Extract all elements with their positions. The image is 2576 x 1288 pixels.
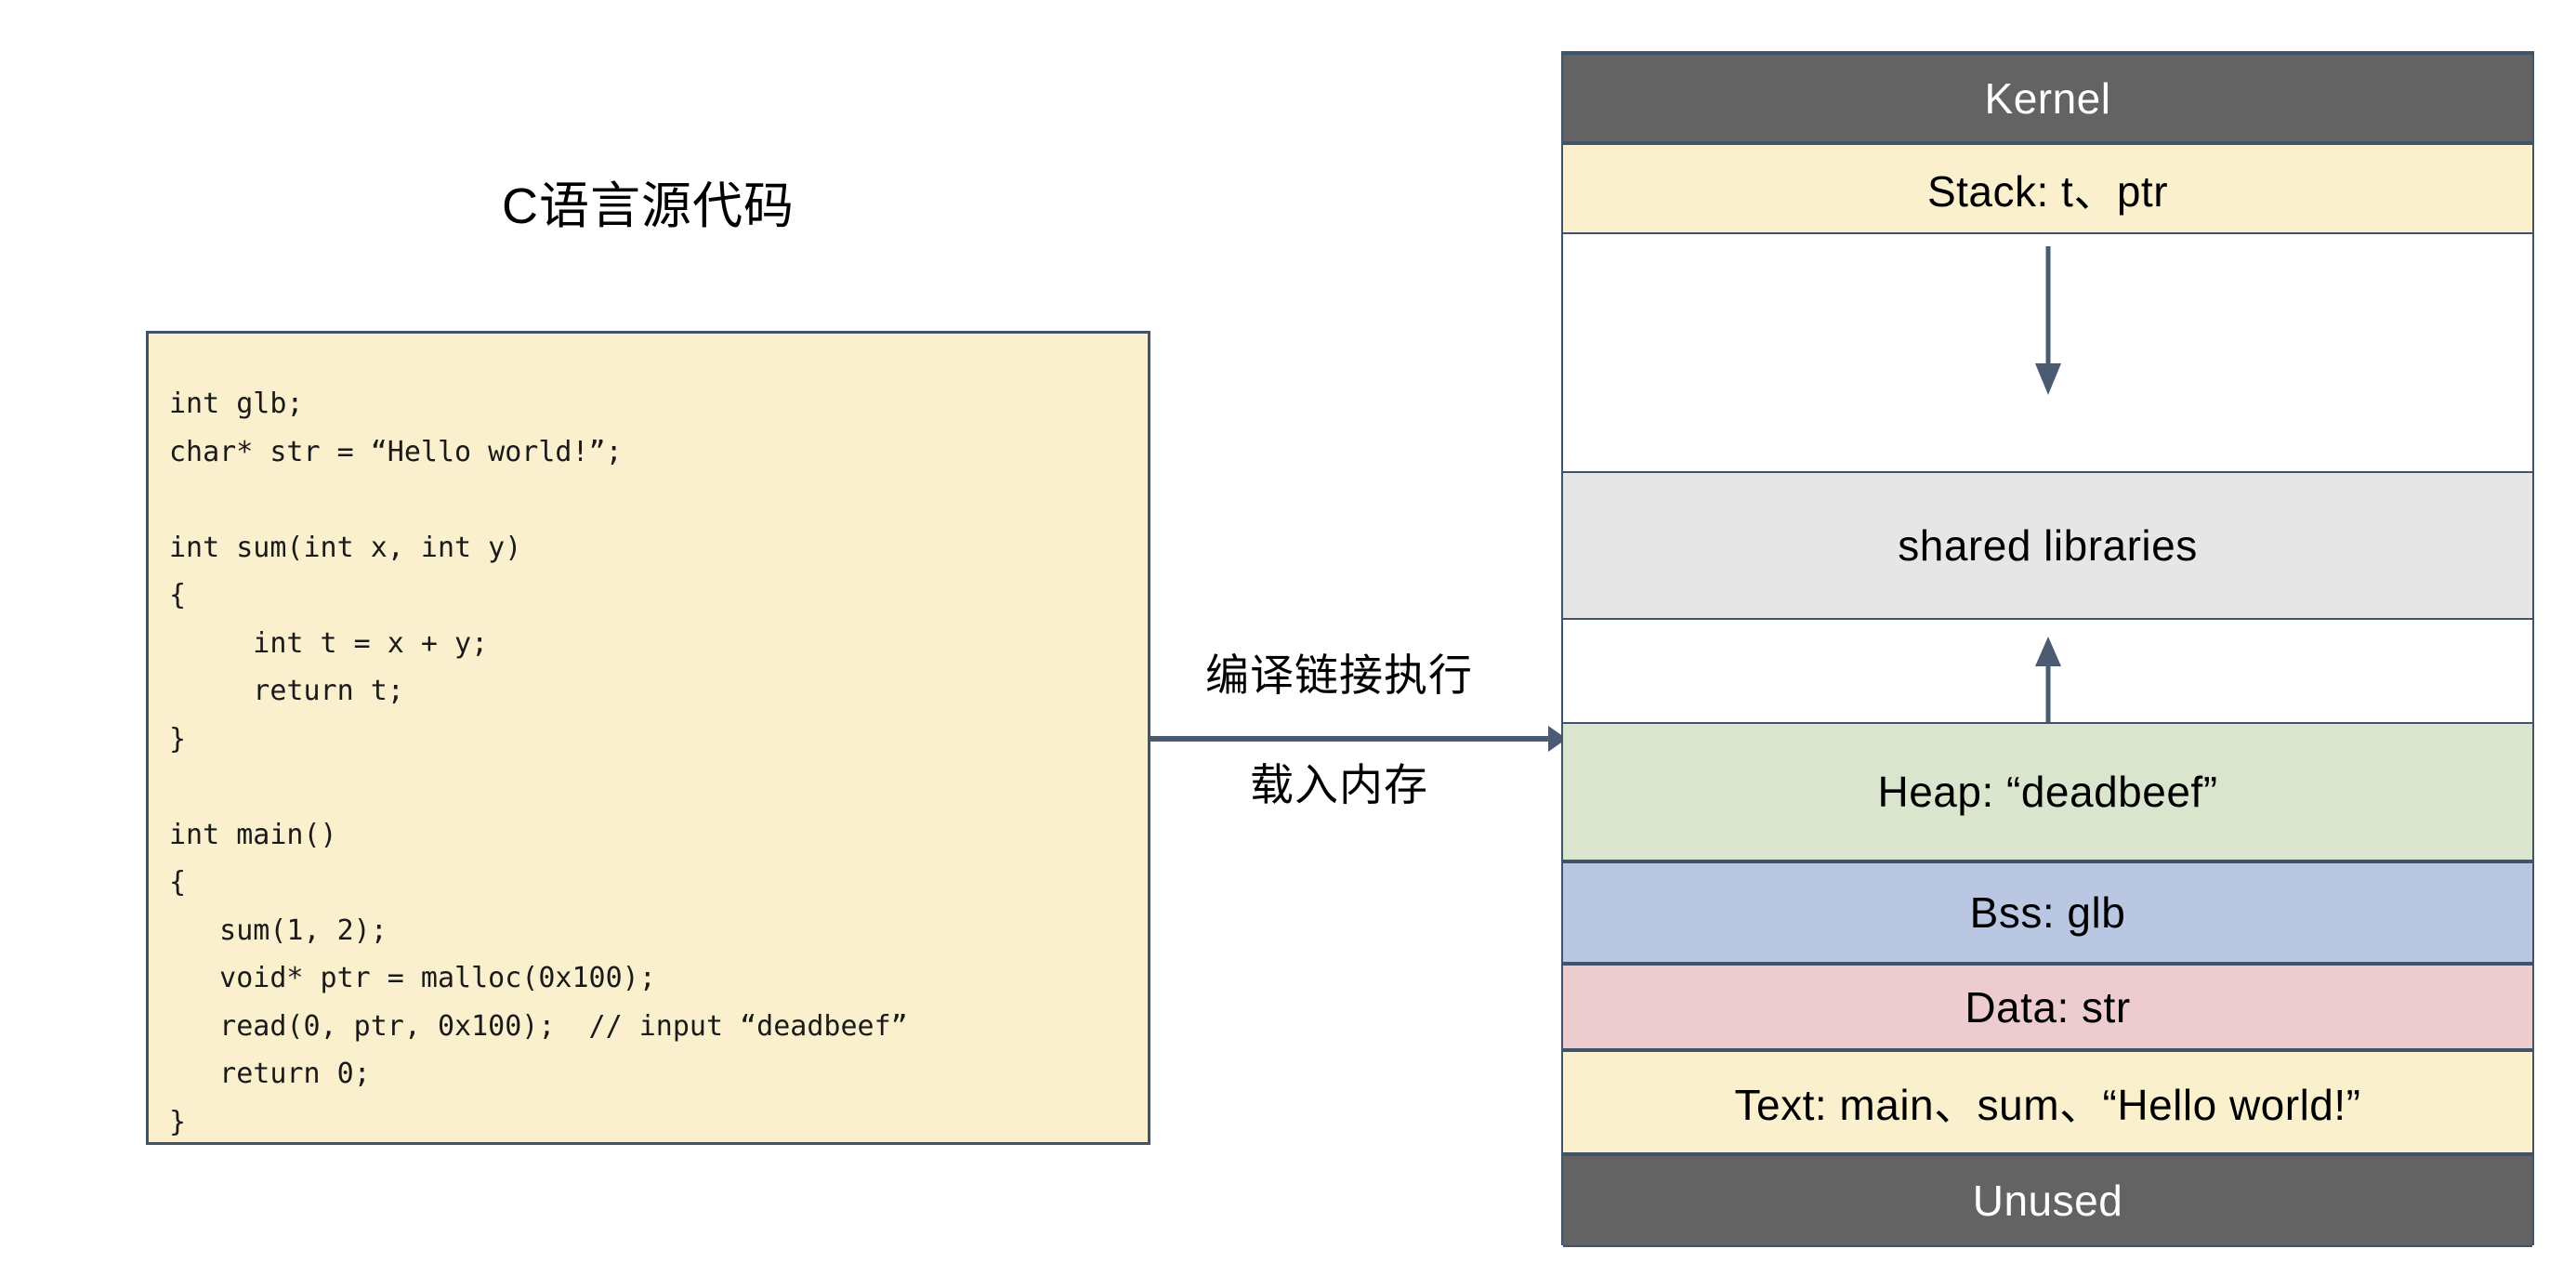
- memory-band-data-label: Data: str: [1965, 982, 2131, 1032]
- memory-band-text-label: Text: main、sum、“Hello world!”: [1734, 1081, 2361, 1129]
- memory-band-stack-label: Stack: t、ptr: [1926, 167, 2169, 216]
- compile-flow-arrow-group: 编译链接执行 载入内存: [1150, 641, 1565, 846]
- page-title: C语言源代码: [502, 178, 795, 234]
- flow-label-bottom: 载入内存: [1250, 760, 1428, 809]
- c-source-code: int glb; char* str = “Hello world!”; int…: [169, 388, 908, 1138]
- source-code-panel: int glb; char* str = “Hello world!”; int…: [146, 331, 1150, 1145]
- memory-band-heap-label: Heap: “deadbeef”: [1877, 768, 2218, 816]
- memory-band-shared-libraries-label: shared libraries: [1898, 521, 2198, 570]
- memory-band-heap: Heap: “deadbeef”: [1563, 722, 2532, 861]
- memory-band-unused: Unused: [1563, 1154, 2532, 1247]
- memory-band-data: Data: str: [1563, 964, 2532, 1050]
- memory-band-bss: Bss: glb: [1563, 861, 2532, 964]
- stack-growth-down-arrow-icon: [2035, 246, 2061, 395]
- heap-growth-up-arrow-icon: [2035, 637, 2061, 725]
- memory-band-shared-libraries: shared libraries: [1563, 471, 2532, 620]
- memory-band-heap-gap: [1563, 620, 2532, 725]
- memory-band-stack: Stack: t、ptr: [1563, 143, 2532, 234]
- memory-band-kernel: Kernel: [1563, 53, 2532, 143]
- memory-band-text: Text: main、sum、“Hello world!”: [1563, 1050, 2532, 1154]
- memory-band-unused-label: Unused: [1972, 1176, 2123, 1225]
- memory-band-kernel-label: Kernel: [1984, 73, 2111, 123]
- memory-band-bss-label: Bss: glb: [1969, 888, 2126, 937]
- process-memory-layout: Kernel Stack: t、ptr shared libraries Hea…: [1561, 51, 2534, 1247]
- memory-band-stack-gap: [1563, 234, 2532, 471]
- flow-label-top: 编译链接执行: [1205, 651, 1473, 700]
- flow-arrow-icon: [1150, 726, 1565, 752]
